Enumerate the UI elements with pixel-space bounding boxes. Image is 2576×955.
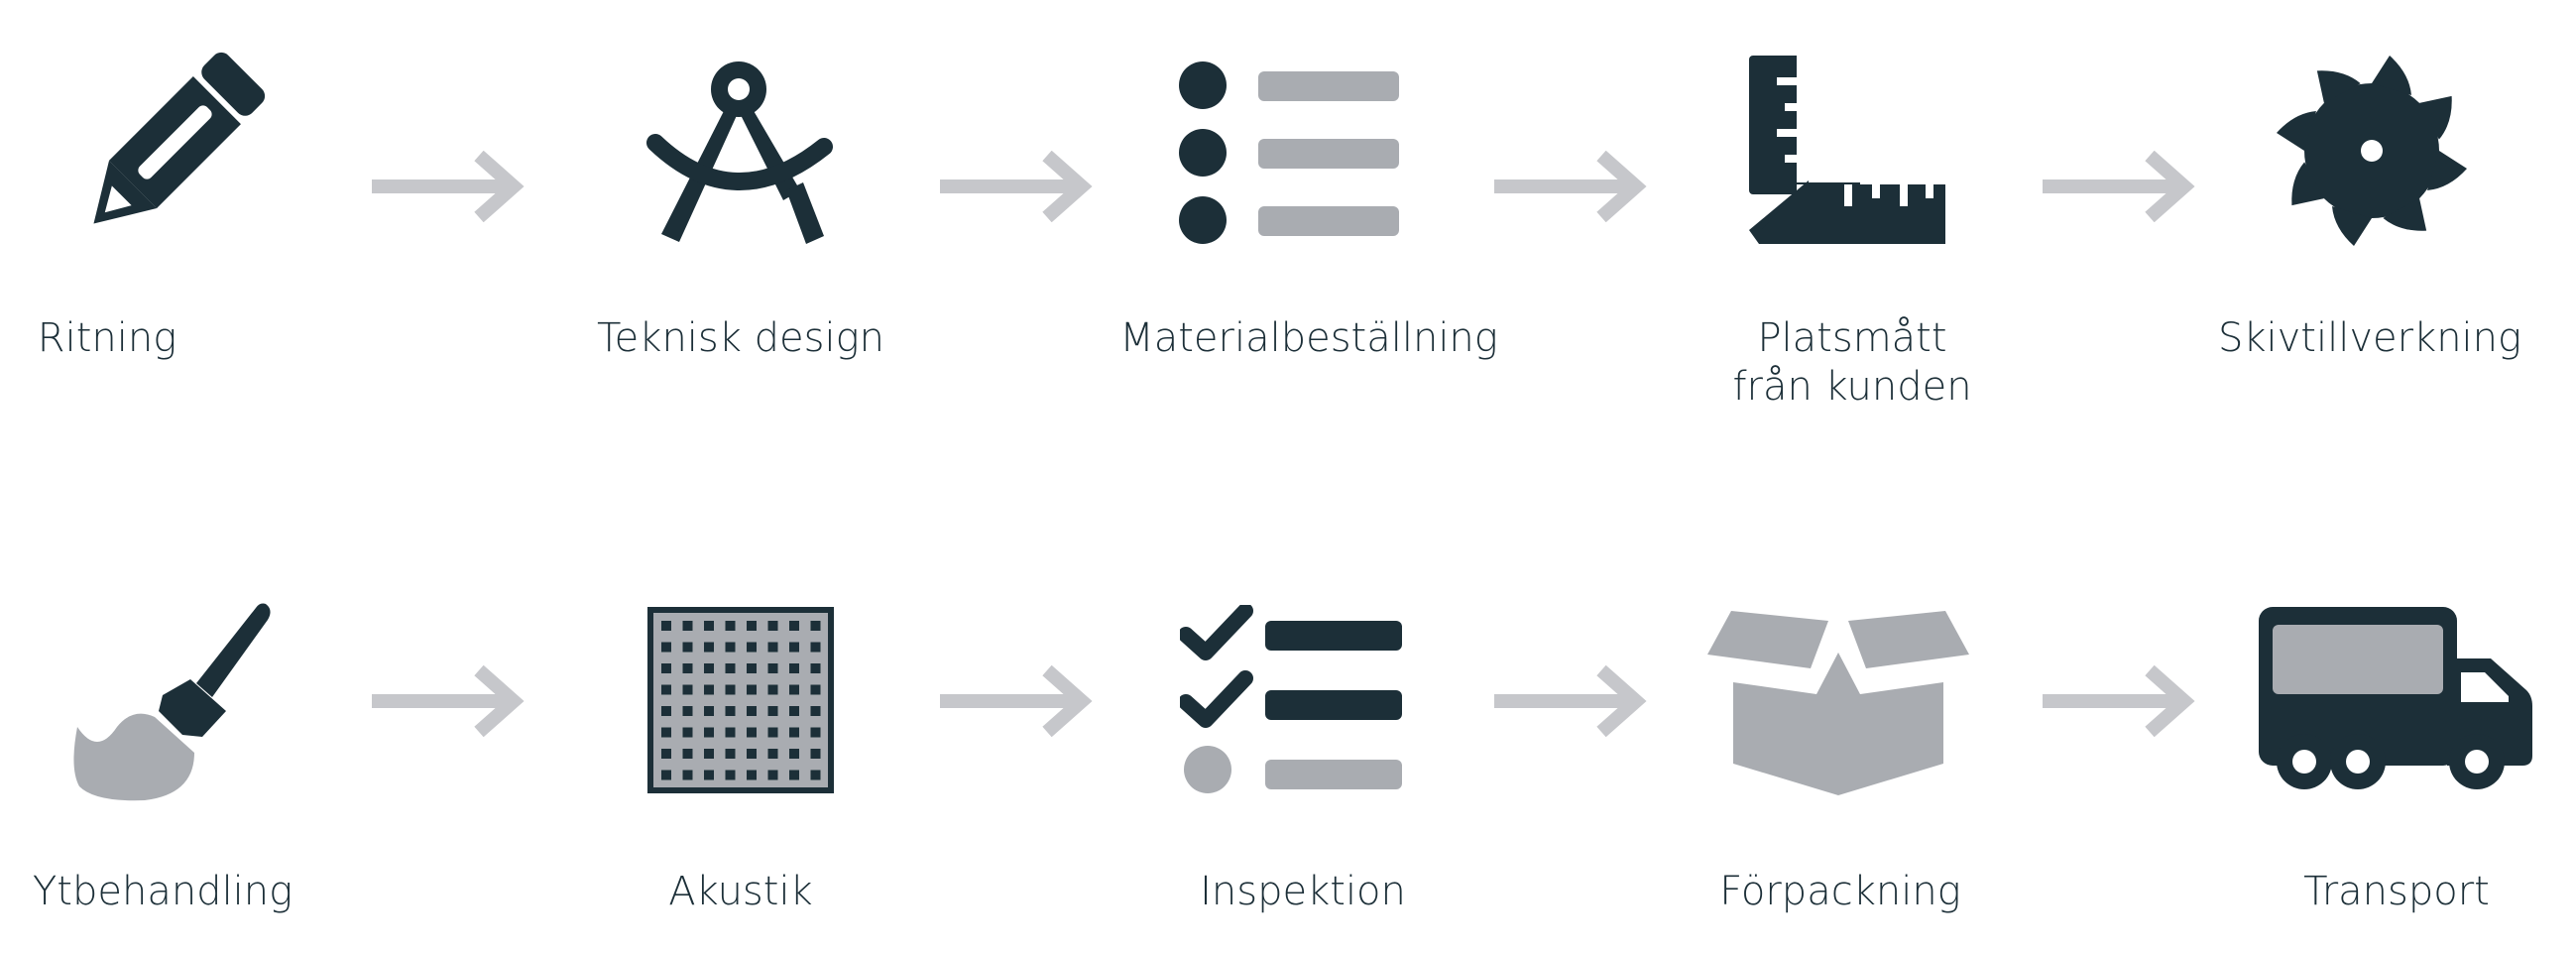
panel-hole [661,621,671,631]
panel-hole [725,727,736,738]
ruler-square-icon [1749,56,1945,250]
panel-hole [704,770,714,780]
panel-hole [789,706,799,716]
step-label: Transport [2303,869,2490,914]
panel-hole [747,621,757,631]
panel-hole [725,684,736,695]
panel-hole [661,706,671,716]
panel-hole [810,663,821,673]
panel-hole [704,621,714,631]
arrow-right-icon [372,665,525,737]
panel-hole [767,684,778,695]
panel-hole [704,663,714,673]
panel-hole [747,642,757,653]
panel-hole [661,663,671,673]
panel-hole [704,749,714,759]
panel-hole [747,770,757,780]
panel-hole [725,770,736,780]
panel-hole [747,749,757,759]
truck-icon [2259,607,2532,789]
panel-hole [810,749,821,759]
panel-hole [682,749,693,759]
panel-hole [767,706,778,716]
panel-hole [747,663,757,673]
panel-hole [810,642,821,653]
panel-hole [767,749,778,759]
checklist-icon [1180,605,1402,793]
panel-hole [747,684,757,695]
panel-hole [682,684,693,695]
panel-hole [789,621,799,631]
panel-hole [810,621,821,631]
panel-hole [767,770,778,780]
panel-hole [661,770,671,780]
step-label: Ritning [37,315,177,361]
paint-brush-icon [73,603,271,801]
panel-hole [682,706,693,716]
panel-hole [704,642,714,653]
list-icon [1179,61,1399,244]
panel-hole [682,770,693,780]
step-label: Inspektion [1200,869,1406,914]
panel-hole [789,642,799,653]
panel-hole [789,663,799,673]
panel-hole [725,663,736,673]
panel-hole [704,727,714,738]
step-label: Skivtillverkning [2217,315,2522,361]
step-label: Akustik [668,869,813,914]
arrow-right-icon [2043,665,2195,737]
panel-hole [682,642,693,653]
panel-hole [661,749,671,759]
compass-icon [646,61,833,244]
panel-hole [682,663,693,673]
arrow-right-icon [1494,665,1647,737]
panel-hole [767,663,778,673]
panel-hole [747,727,757,738]
arrow-right-icon [2043,151,2195,222]
panel-hole [725,749,736,759]
panel-hole [789,749,799,759]
arrow-right-icon [372,151,525,222]
arrow-right-icon [940,151,1093,222]
panel-hole [767,621,778,631]
panel-hole [747,706,757,716]
saw-blade-icon [2277,56,2467,246]
panel-hole [789,684,799,695]
panel-hole [810,706,821,716]
panel-hole [682,621,693,631]
step-label: Ytbehandling [32,869,293,914]
panel-hole [661,684,671,695]
panel-hole [810,770,821,780]
panel-hole [810,684,821,695]
panel-hole [725,621,736,631]
panel-hole [789,770,799,780]
arrow-right-icon [940,665,1093,737]
panel-hole [767,727,778,738]
open-box-icon [1707,611,1969,795]
panel-hole [704,684,714,695]
pencil-icon [93,52,266,224]
panel-hole [810,727,821,738]
step-label: Platsmått från kunden [1732,315,1972,410]
panel-hole [767,642,778,653]
step-label: Förpackning [1719,869,1961,914]
step-label: Teknisk design [597,315,884,361]
panel-hole [682,727,693,738]
arrow-right-icon [1494,151,1647,222]
panel-hole [725,706,736,716]
panel-hole [661,642,671,653]
perforated-panel-icon [647,607,834,793]
panel-hole [725,642,736,653]
panel-hole [789,727,799,738]
panel-hole [661,727,671,738]
step-label: Materialbeställning [1119,315,1498,361]
panel-hole [704,706,714,716]
